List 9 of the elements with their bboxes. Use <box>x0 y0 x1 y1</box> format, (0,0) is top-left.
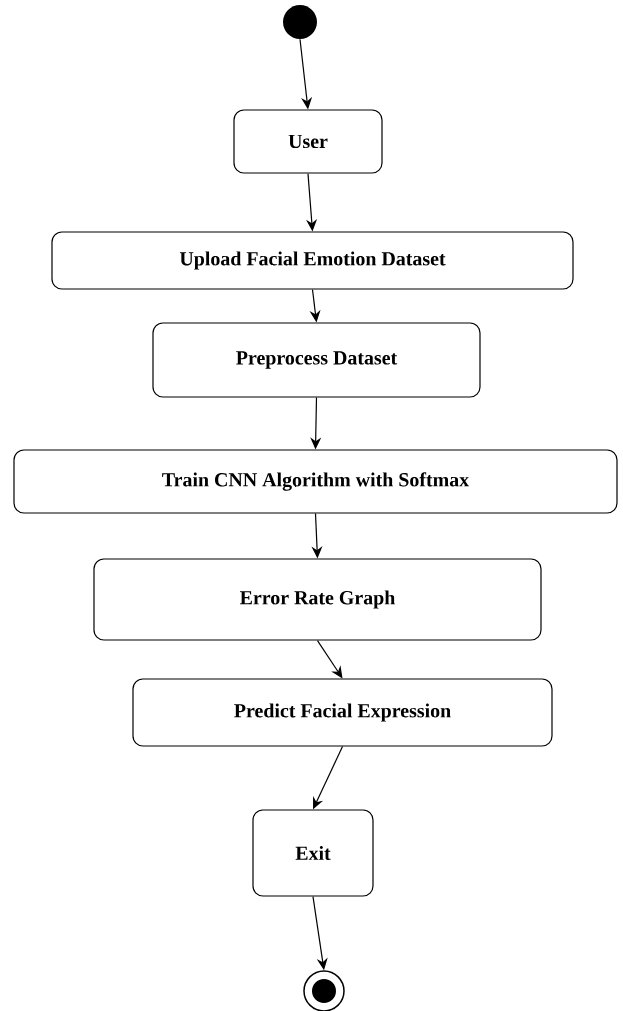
activity-box: Preprocess Dataset <box>152 322 481 398</box>
final-node <box>303 970 345 1011</box>
activity-box: User <box>233 109 383 174</box>
activity-box: Upload Facial Emotion Dataset <box>51 231 574 290</box>
activity-box: Exit <box>252 809 374 897</box>
activity-box: Train CNN Algorithm with Softmax <box>13 449 618 514</box>
activity-box: Predict Facial Expression <box>132 678 553 747</box>
activity-box: Error Rate Graph <box>93 558 542 641</box>
start-node <box>283 5 317 39</box>
